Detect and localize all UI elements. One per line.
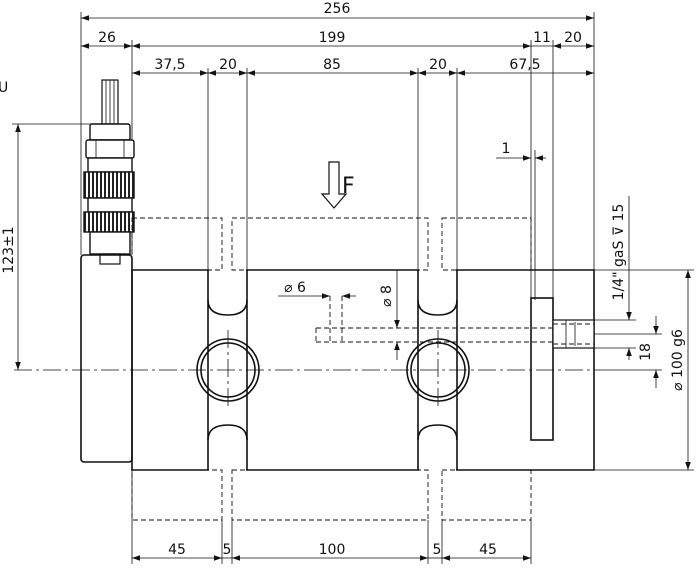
dim-left-gap: 5: [223, 542, 232, 558]
dim-left-groove: 20: [219, 57, 237, 73]
sensor-housing: [80, 254, 133, 463]
dim-hole-diameter-6: ⌀ 6: [284, 280, 306, 296]
force-label: F: [342, 174, 355, 199]
mounting-pads: [131, 217, 532, 521]
dim-hole-diameter-8: ⌀ 8: [379, 285, 395, 307]
dim-end-offset: 20: [564, 30, 582, 46]
dim-body-length: 199: [319, 30, 346, 46]
cable-connector: [83, 79, 135, 265]
dim-overall-length: 256: [324, 1, 351, 17]
dim-left-pad: 45: [168, 542, 186, 558]
dim-body-diameter: ⌀ 100 g6: [670, 329, 686, 391]
dim-right-section: 67,5: [509, 57, 540, 73]
dim-gap-width: 1: [502, 141, 511, 157]
force-arrow: F: [320, 161, 355, 209]
bottom-dimension-chain: 45 5 100 5 45: [131, 470, 532, 564]
dim-center-pad: 100: [319, 542, 346, 558]
top-dimension-chain: 256 26 199 11 20 37,5 20 85 20 67,5: [80, 1, 595, 300]
dim-left-section: 37,5: [154, 57, 185, 73]
center-lines: [14, 330, 600, 410]
dim-gauge-slot: 11: [533, 30, 551, 46]
dim-thread-offset: 18: [638, 343, 654, 361]
dim-thread-spec: 1/4" gaS ⊽ 15: [611, 204, 627, 301]
dim-right-groove: 20: [429, 57, 447, 73]
dim-right-gap: 5: [433, 542, 442, 558]
dim-height-to-center: 123±1: [1, 226, 17, 273]
dim-cable-gland: 26: [98, 30, 116, 46]
partial-left-label: U: [0, 80, 8, 96]
dim-right-pad: 45: [479, 542, 497, 558]
detail-dimensions: 1 ⌀ 6 ⌀ 8 1/4" gaS ⊽ 15 18 ⌀ 100 g6 123±…: [1, 123, 694, 471]
dim-center-section: 85: [323, 57, 341, 73]
